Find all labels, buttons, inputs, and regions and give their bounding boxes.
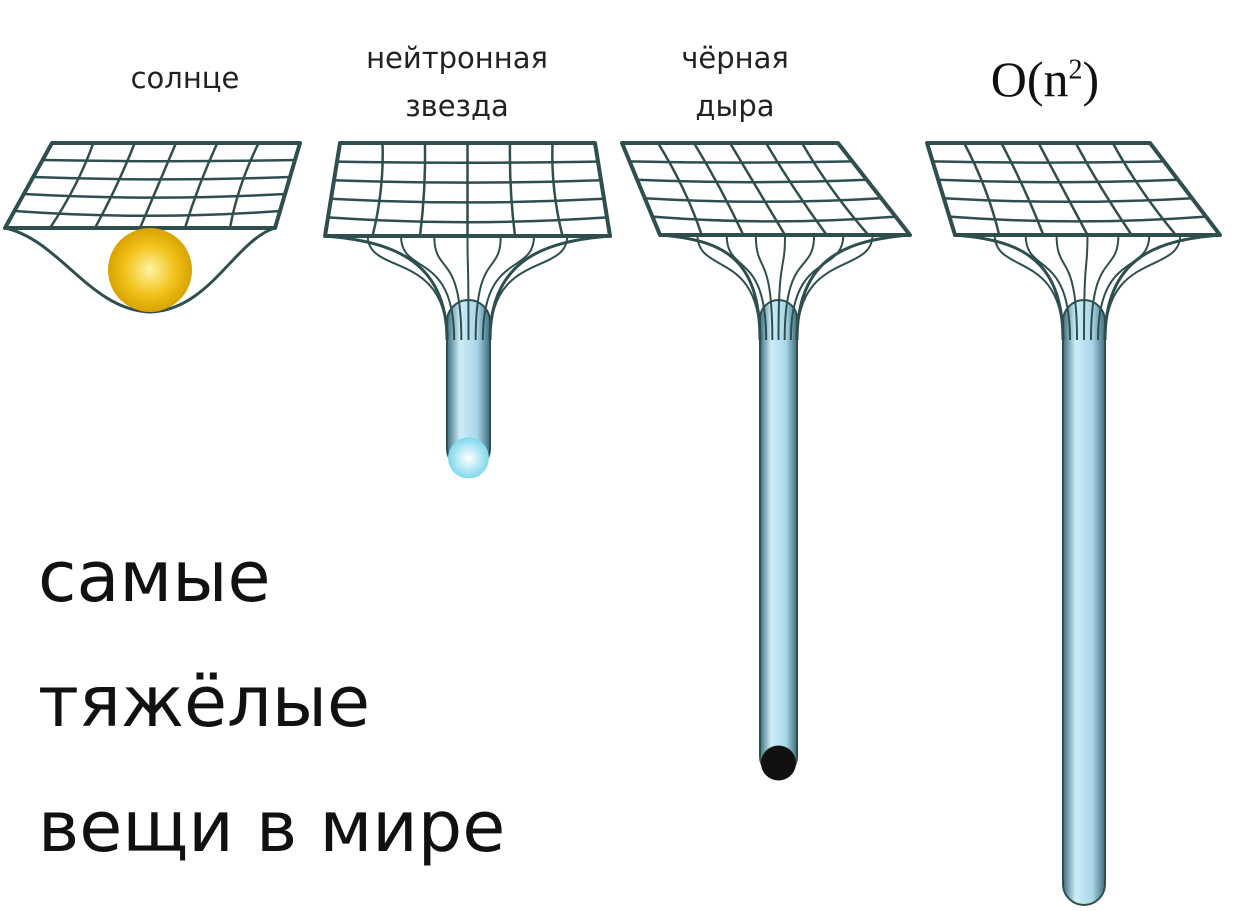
black-hole-grid-col [728, 142, 787, 236]
neutron-star-funnel-line [466, 235, 470, 341]
sun-grid-row [14, 209, 281, 218]
black-hole-funnel-line [754, 234, 774, 341]
o-n-squared-funnel-line [1083, 234, 1089, 341]
black-hole-core [761, 745, 796, 781]
neutron-star-grid-col [418, 142, 427, 237]
o-n-squared-funnel-line [1090, 234, 1120, 341]
label-neutron-star: нейтронная звезда [366, 34, 548, 130]
o-n-squared-grid-col [1000, 142, 1045, 236]
neutron-star-funnel-edge-left [324, 234, 449, 341]
sun-grid-row [23, 192, 286, 199]
o-n-squared-grid-col [1111, 142, 1177, 236]
neutron-star-grid-col [371, 142, 384, 237]
o-n-squared-grid-col [1074, 142, 1133, 236]
sun-grid-col [138, 142, 178, 229]
caption-line3: вещи в мире [38, 786, 506, 868]
black-hole-grid-col [764, 142, 828, 236]
label-neutron-line1: нейтронная [366, 41, 548, 75]
black-hole-tube [759, 299, 798, 776]
sun-grid-col [93, 142, 136, 229]
label-sun: солнце [130, 61, 240, 95]
complexity-base: O(n [990, 51, 1069, 107]
o-n-squared-funnel-edge-left [954, 233, 1065, 341]
black-hole-grid-row [652, 215, 896, 223]
o-n-squared-grid-row [943, 196, 1193, 204]
caption-line1: самые [38, 536, 271, 618]
o-n-squared-grid-row [949, 215, 1207, 223]
neutron-star-grid-col [508, 142, 517, 237]
o-n-squared-funnel-line [1097, 234, 1151, 341]
black-hole-funnel-edge-right [795, 233, 911, 341]
neutron-star-grid-col [551, 142, 564, 237]
complexity-exponent: 2 [1068, 54, 1083, 86]
label-black-hole-line1: чёрная [681, 41, 789, 75]
caption: самые тяжёлые вещи в мире [38, 515, 505, 890]
sun-ball [108, 228, 192, 312]
black-hole-funnel-line [783, 234, 816, 341]
black-hole-grid-col [692, 142, 745, 236]
sun-grid-col [228, 142, 260, 229]
sun-grid-col [48, 142, 95, 229]
label-black-hole-line2: дыра [695, 89, 775, 123]
label-black-hole: чёрная дыра [681, 34, 789, 130]
o-n-squared-funnel-line [1055, 234, 1078, 341]
neutron-star-funnel-line [400, 235, 456, 341]
label-o-n-squared: O(n2) [991, 50, 1099, 108]
black-hole-funnel-line [777, 234, 786, 341]
label-neutron-line2: звезда [405, 89, 509, 123]
neutron-star-funnel-line [481, 235, 535, 341]
o-n-squared-tube [1062, 299, 1106, 906]
black-hole-funnel-line [725, 234, 768, 341]
o-n-squared-funnel-edge-right [1103, 233, 1221, 341]
black-hole-grid-row [644, 196, 882, 204]
black-hole-funnel-edge-left [659, 233, 762, 341]
complexity-close: ) [1082, 51, 1100, 107]
neutron-star-funnel-line [474, 235, 502, 341]
sun-grid-col [183, 142, 219, 229]
o-n-squared-grid-col [1037, 142, 1089, 236]
o-n-squared-grid-col [963, 142, 1001, 236]
caption-line2: тяжёлые [38, 661, 371, 743]
o-n-squared-funnel-line [1024, 234, 1071, 341]
neutron-star-funnel-line [433, 235, 463, 341]
neutron-star-core [448, 437, 489, 479]
neutron-star-funnel-edge-right [488, 234, 611, 341]
black-hole-grid-col [656, 142, 703, 236]
black-hole-grid-col [800, 142, 870, 236]
